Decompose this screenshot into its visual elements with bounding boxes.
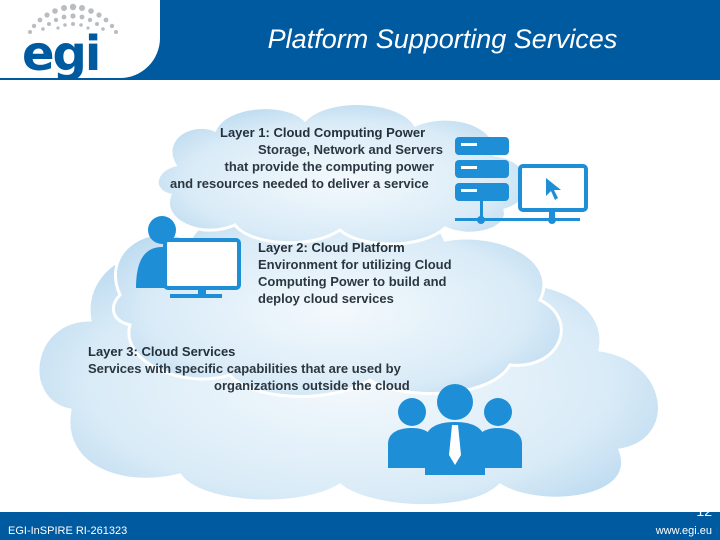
servers-icon — [455, 137, 588, 224]
layer-3-line-1: Services with specific capabilities that… — [88, 361, 401, 376]
layer-2-heading: Layer 2: Cloud Platform — [258, 240, 405, 255]
cloud-layer-1 — [156, 102, 530, 246]
layer-2-line-1: Environment for utilizing Cloud — [258, 257, 452, 272]
layer-2-text: Layer 2: Cloud Platform Environment for … — [258, 239, 452, 307]
footer-bar — [0, 512, 720, 540]
header-bar: egi Platform Supporting Services — [0, 0, 720, 80]
layer-1-line-2: that provide the computing power — [224, 159, 434, 174]
layer-1-heading: Layer 1: Cloud Computing Power — [220, 125, 426, 140]
page-number: 12 — [696, 503, 712, 519]
people-group-icon — [388, 384, 522, 475]
desktop-user-icon — [136, 216, 241, 298]
layer-3-heading: Layer 3: Cloud Services — [88, 344, 236, 359]
cloud-diagram — [36, 102, 661, 508]
layer-3-line-2: organizations outside the cloud — [214, 378, 410, 393]
layer-1-text: Layer 1: Cloud Computing Power Storage, … — [170, 124, 443, 192]
page-title: Platform Supporting Services — [267, 24, 618, 54]
egi-logo: egi — [0, 0, 160, 78]
layer-2-line-2: Computing Power to build and — [258, 274, 447, 289]
logo-dots-icon — [28, 3, 118, 34]
layer-3-text: Layer 3: Cloud Services Services with sp… — [88, 343, 410, 394]
logo-wordmark: egi — [22, 26, 101, 80]
layer-2-line-3: deploy cloud services — [258, 291, 394, 306]
footer-project-id: EGI-InSPIRE RI-261323 — [8, 525, 128, 537]
layer-1-line-1: Storage, Network and Servers — [258, 142, 443, 157]
footer-url[interactable]: www.egi.eu — [655, 525, 712, 537]
layer-1-line-3: and resources needed to deliver a servic… — [170, 176, 429, 191]
